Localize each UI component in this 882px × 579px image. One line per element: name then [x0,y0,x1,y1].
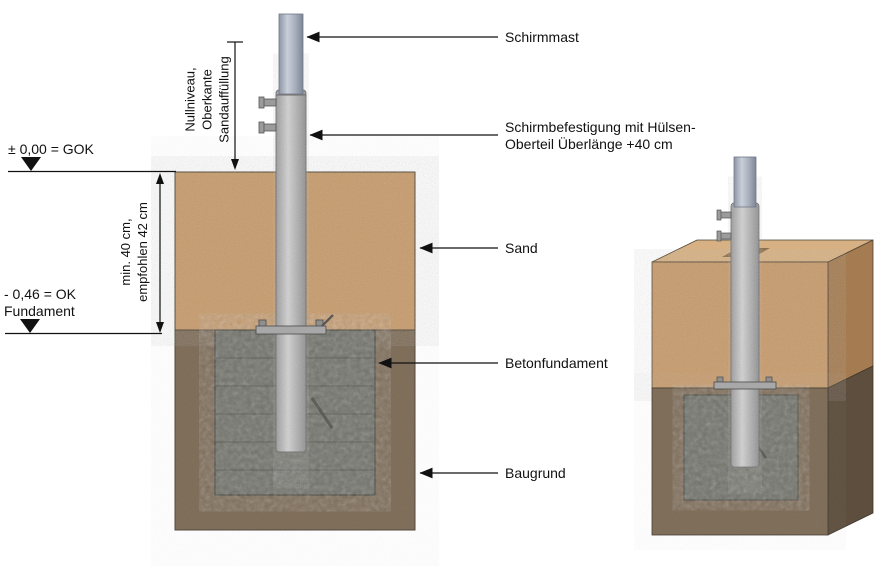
label-tiefe: min. 40 cm, empfohlen 42 cm [117,177,151,327]
iso-schirmmast-pole [733,156,757,208]
clamp-bolts [258,96,277,134]
cross-section-view [174,13,416,531]
anchor-pin [310,397,334,429]
label-tiefe-line2: empfohlen 42 cm [135,202,150,302]
iso-flange-plate [713,376,777,390]
callout-arrows [306,31,498,479]
label-nullniveau-line2: Oberkante [199,69,215,130]
label-befestigung: Schirmbefestigung mit Hülsen- Oberteil Ü… [505,119,696,153]
iso-huelse-texture [731,203,759,467]
label-ok-fundament-line1: - 0,46 = OK [4,286,76,302]
huelse-texture [276,90,306,452]
iso-baugrund-side-face [827,365,874,536]
label-sand: Sand [505,240,538,256]
label-nullniveau-line3: Sandauffüllung [216,56,232,143]
label-nullniveau-line1: Nullniveau, [182,67,198,132]
label-tiefe-line1: min. 40 cm, [118,218,133,286]
iso-sand-side-face [827,239,874,389]
level-marker-ok-fundament [5,319,162,335]
level-marker-gok [8,157,176,173]
label-baugrund: Baugrund [505,465,566,481]
flange-plate [255,314,334,335]
label-betonfundament: Betonfundament [505,355,608,371]
label-befestigung-line1: Schirmbefestigung mit Hülsen- [505,119,696,135]
isometric-view [651,156,874,536]
label-nullniveau: Nullniveau, Oberkante Sandauffüllung [182,33,233,167]
label-befestigung-line2: Oberteil Überlänge +40 cm [505,136,673,152]
nullniveau-arrow [227,41,243,170]
label-gok: ± 0,00 = GOK [8,141,94,157]
iso-clamp-bolts [716,209,732,242]
label-ok-fundament-line2: Fundament [4,303,75,319]
schirmmast-pole [278,13,304,95]
label-ok-fundament: - 0,46 = OK Fundament [4,286,76,320]
depth-dimension-line [156,173,164,333]
label-schirmmast: Schirmmast [505,29,579,45]
